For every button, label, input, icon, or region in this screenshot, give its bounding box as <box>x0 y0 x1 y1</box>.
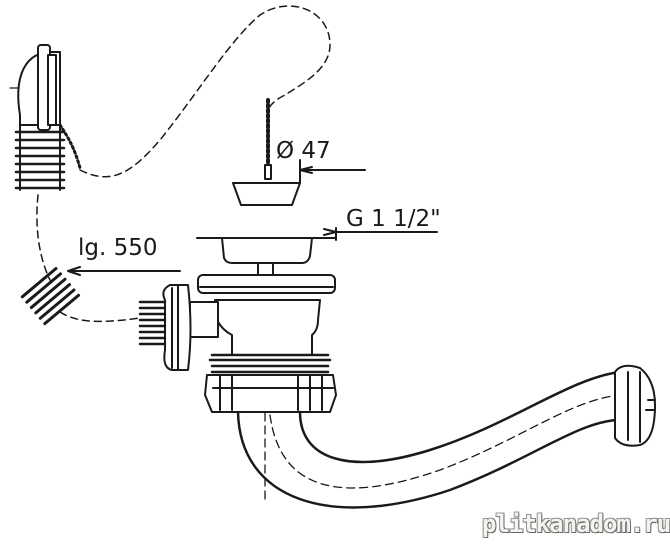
side-outlet <box>138 284 219 371</box>
watermark: plitkanadom.ru <box>482 510 670 538</box>
thread-size-label: G 1 1/2" <box>346 206 441 232</box>
body <box>214 299 321 356</box>
dim-line-47 <box>299 159 366 184</box>
thread-ring <box>208 353 332 374</box>
chain-length-label: lg. 550 <box>78 235 158 261</box>
flange <box>197 274 336 294</box>
grate <box>196 237 337 264</box>
pipe-axis <box>269 394 621 489</box>
union-nut <box>204 374 337 413</box>
hose-path <box>36 194 141 323</box>
pipe-end-fitting <box>614 364 656 447</box>
overflow-fitting <box>14 44 82 191</box>
overflow-chain-path <box>79 5 331 178</box>
dim-line-550 <box>67 266 181 276</box>
stopper-diameter-label: Ø 47 <box>276 138 331 164</box>
stopper <box>232 182 301 206</box>
corrugated-hose-piece <box>20 267 80 326</box>
trap-pipe <box>236 370 622 509</box>
dim-line-g <box>323 227 438 241</box>
